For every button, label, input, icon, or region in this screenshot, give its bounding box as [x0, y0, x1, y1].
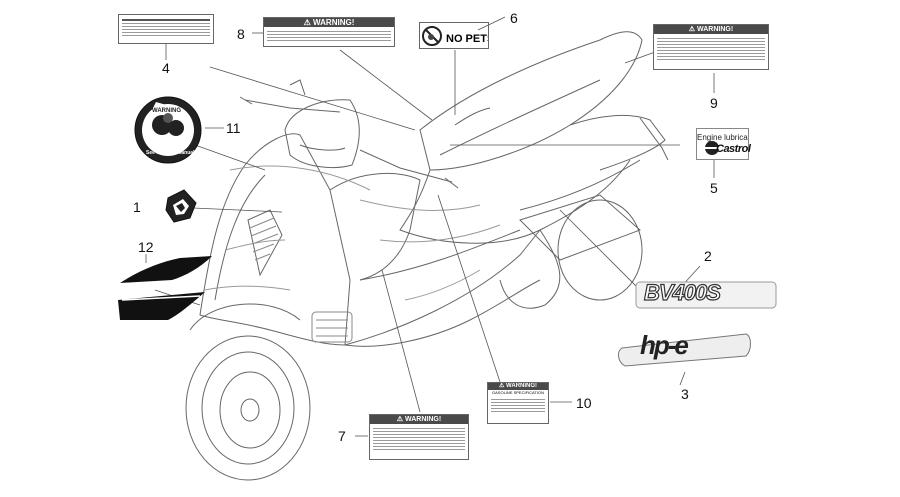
no-pets-text: NO PETS	[446, 33, 488, 45]
no-pets-label: NO PETS	[419, 22, 489, 49]
leader-3	[679, 371, 686, 386]
black-stripe-upper	[120, 256, 212, 283]
callout-11: 11	[226, 120, 241, 136]
callout-3: 3	[681, 386, 689, 402]
leader-9b	[624, 51, 656, 64]
callout-1: 1	[133, 199, 141, 215]
hpe-decal-bg	[617, 333, 751, 367]
warning-title: WARNING!	[697, 26, 734, 33]
floorboard	[344, 229, 541, 346]
accessory-warning-label: ⚠ WARNING!	[263, 17, 395, 47]
callout-2: 2	[704, 248, 712, 264]
helmet-warning-label: ⚠ WARNING!	[653, 24, 769, 70]
castrol-brand: Castrol	[716, 143, 751, 155]
leader-2b	[559, 209, 641, 291]
round-sticker-warning-word: WARNING	[152, 108, 181, 114]
seat	[419, 31, 643, 171]
warning-title: WARNING!	[405, 416, 442, 423]
bv400s-text: BV400S	[643, 279, 721, 305]
front-wheel	[185, 335, 311, 481]
no-pets-icon	[422, 26, 442, 46]
callout-6: 6	[510, 10, 518, 26]
rear-body	[399, 159, 631, 244]
electrical-warning-label: ⚠ WARNING!	[369, 414, 469, 460]
tail-section	[569, 114, 666, 171]
rear-wheel	[557, 199, 643, 301]
gasoline-spec-title: GASOLINE SPECIFICATION	[492, 390, 544, 395]
front-fairing	[199, 133, 351, 346]
callout-10: 10	[576, 395, 592, 411]
callout-12: 12	[138, 239, 154, 255]
leader-6b	[477, 16, 506, 31]
warning-triangle-icon: ⚠	[396, 416, 404, 423]
callout-8: 8	[237, 26, 245, 42]
windscreen	[284, 99, 360, 169]
callout-9: 9	[710, 95, 718, 111]
callout-7: 7	[338, 428, 346, 444]
warning-triangle-icon: ⚠	[303, 18, 311, 27]
warning-title: WARNING!	[313, 18, 355, 27]
side-panel	[344, 279, 541, 347]
warning-triangle-icon: ⚠	[498, 383, 505, 389]
leg-shield	[329, 172, 421, 281]
castrol-label: Engine lubricated by	[696, 128, 749, 160]
leader-1	[192, 207, 283, 213]
gasoline-spec-label: ⚠ WARNING! GASOLINE SPECIFICATION	[487, 382, 549, 424]
handlebar-left	[244, 99, 341, 113]
castrol-logo	[705, 141, 719, 155]
callout-5: 5	[710, 180, 718, 196]
tyre-pressure-label	[118, 14, 214, 44]
warning-triangle-icon: ⚠	[688, 26, 696, 33]
muffler	[519, 194, 641, 261]
leader-8b	[339, 49, 433, 121]
engine-cover	[499, 229, 561, 309]
front-grille	[247, 209, 283, 277]
callout-4: 4	[162, 60, 170, 76]
piaggio-badge	[165, 189, 197, 223]
castrol-line1: Engine lubricated by	[697, 133, 748, 142]
handlebar-right	[359, 149, 453, 183]
leader-7b	[381, 269, 421, 413]
round-warning-sticker	[134, 96, 202, 164]
hpe-text: hp-e	[640, 330, 689, 360]
warning-title: WARNING!	[506, 383, 538, 389]
round-sticker-manual-text: See Owner's Manual	[146, 150, 195, 156]
leader-11b	[194, 144, 266, 171]
leader-10b	[437, 194, 501, 383]
brake-disc	[219, 371, 281, 449]
leader-4b	[209, 66, 416, 131]
bv400s-decal-bg	[635, 281, 777, 309]
